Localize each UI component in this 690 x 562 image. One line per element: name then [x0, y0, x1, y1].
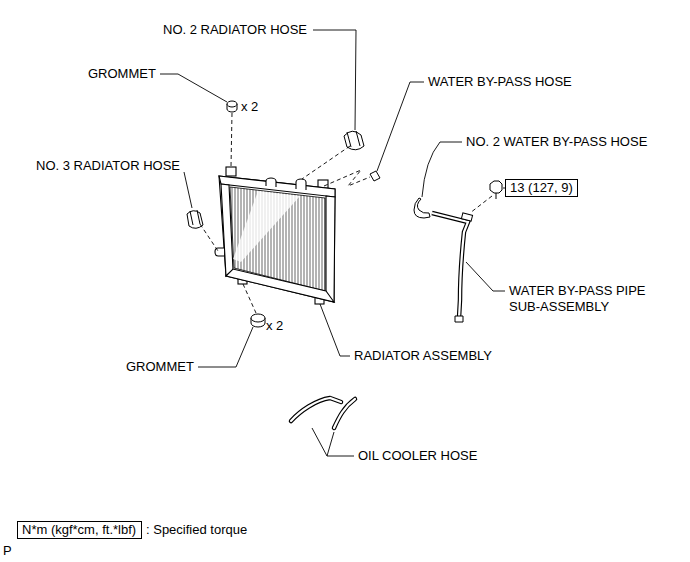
- grommet-drawing: [227, 101, 237, 107]
- assembly-line: [302, 146, 350, 179]
- radiator-glare: [233, 191, 300, 262]
- part-name: NO. 3 RADIATOR HOSE: [36, 158, 180, 174]
- leader-line: [198, 327, 253, 367]
- radiator-outline: [219, 176, 335, 302]
- radiator-filler-neck: [266, 178, 276, 187]
- radiator-drawing: [215, 167, 335, 304]
- part-name: NO. 2 RADIATOR HOSE: [163, 22, 307, 38]
- radiator-hose-drawing: [344, 131, 364, 150]
- oil-cooler-hose-drawing: [334, 399, 355, 428]
- box-text: N*m (kgf*cm, ft.*lbf): [22, 522, 137, 538]
- torque-box: 13 (127, 9): [505, 179, 578, 197]
- bypass-hose-drawing: [370, 171, 380, 181]
- oil-cooler-hose-drawing: [334, 399, 355, 428]
- pipe-bracket: [461, 213, 472, 221]
- unit-legend-box: N*m (kgf*cm, ft.*lbf): [17, 521, 142, 539]
- radiator-side-tank: [326, 196, 335, 302]
- leader-line: [160, 74, 227, 102]
- oil-cooler-hose-drawing: [291, 398, 341, 421]
- assembly-line: [231, 113, 232, 167]
- bypass-hose-drawing: [414, 198, 430, 218]
- leader-line: [184, 172, 192, 208]
- assembly-line: [470, 196, 492, 213]
- hose-clamp: [347, 131, 360, 147]
- leader-line: [422, 142, 462, 197]
- assembly-line: [324, 170, 370, 186]
- leader-line: [466, 262, 505, 291]
- bolt-drawing: [496, 193, 497, 199]
- radiator-side-tank: [221, 184, 233, 276]
- bolt-drawing: [490, 181, 502, 193]
- oil-cooler-hose-drawing: [291, 398, 341, 421]
- box-text: 13 (127, 9): [510, 180, 573, 196]
- leader-line: [312, 428, 354, 456]
- bypass-pipe-drawing: [432, 213, 468, 318]
- legend-text: : Specified torque: [146, 522, 247, 538]
- part-name: GROMMET: [88, 66, 156, 82]
- part-name: WATER BY-PASS PIPE SUB-ASSEMBLY: [509, 283, 669, 315]
- radiator-inlet-pipe: [296, 179, 306, 190]
- radiator-upper-tank: [219, 176, 335, 197]
- page-mark: P: [3, 543, 12, 559]
- quantity: x 2: [266, 318, 283, 334]
- part-name: GROMMET: [126, 359, 194, 375]
- quantity: x 2: [241, 99, 258, 115]
- radiator-bracket: [226, 167, 236, 176]
- grommet-drawing: [251, 314, 265, 322]
- leader-line: [313, 30, 356, 130]
- hose-clamp: [190, 210, 200, 225]
- pipe-end: [455, 316, 463, 322]
- part-name: OIL COOLER HOSE: [358, 448, 477, 464]
- part-name: NO. 2 WATER BY-PASS HOSE: [466, 134, 647, 150]
- assembly-line: [243, 284, 256, 313]
- leader-line: [377, 82, 424, 171]
- bypass-pipe-drawing: [432, 213, 468, 318]
- part-name: WATER BY-PASS HOSE: [428, 74, 572, 90]
- part-name: RADIATOR ASSEMBLY: [354, 348, 492, 364]
- leader-line: [320, 304, 350, 356]
- radiator-lower-tank: [226, 269, 334, 302]
- assembly-line: [200, 224, 218, 251]
